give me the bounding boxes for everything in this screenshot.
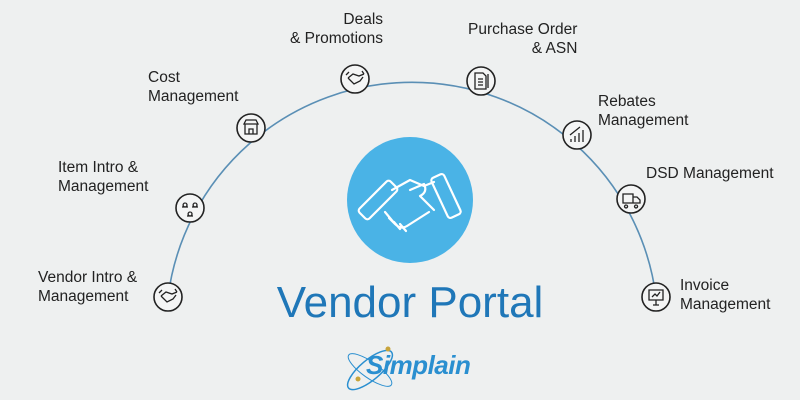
- people-network-icon: [182, 202, 198, 217]
- node-circle: [616, 184, 646, 214]
- node-1: [175, 193, 205, 223]
- node-3: [340, 64, 370, 94]
- node-circle: [641, 282, 671, 312]
- node-circle: [175, 193, 205, 223]
- node-6: [616, 184, 646, 214]
- handshake-icon: [345, 70, 365, 85]
- truck-icon: [622, 193, 641, 209]
- handshake-icon: [158, 288, 178, 303]
- node-label: Purchase Order& ASN: [468, 21, 578, 57]
- node-circle: [340, 64, 370, 94]
- node-circle: [466, 66, 496, 96]
- logo: Simplain: [366, 350, 471, 380]
- center-circle: [347, 137, 473, 263]
- logo-orbit-icon: [346, 346, 394, 391]
- node-label: Item Intro &Management: [58, 159, 149, 195]
- page-title: Vendor Portal: [276, 278, 544, 327]
- node-7: [641, 282, 671, 312]
- store-icon: [242, 119, 260, 135]
- node-2: [236, 113, 266, 143]
- node-label: Deals& Promotions: [290, 11, 384, 47]
- node-label: DSD Management: [646, 165, 774, 182]
- node-4: [466, 66, 496, 96]
- node-circle: [562, 120, 592, 150]
- node-label: Vendor Intro &Management: [38, 269, 138, 305]
- invoice-icon: [648, 289, 664, 306]
- node-0: [153, 282, 183, 312]
- node-circle: [153, 282, 183, 312]
- handshake-icon: [357, 172, 462, 233]
- document-icon: [474, 72, 489, 90]
- node-5: [562, 120, 592, 150]
- node-circle: [236, 113, 266, 143]
- chart-icon: [569, 126, 584, 142]
